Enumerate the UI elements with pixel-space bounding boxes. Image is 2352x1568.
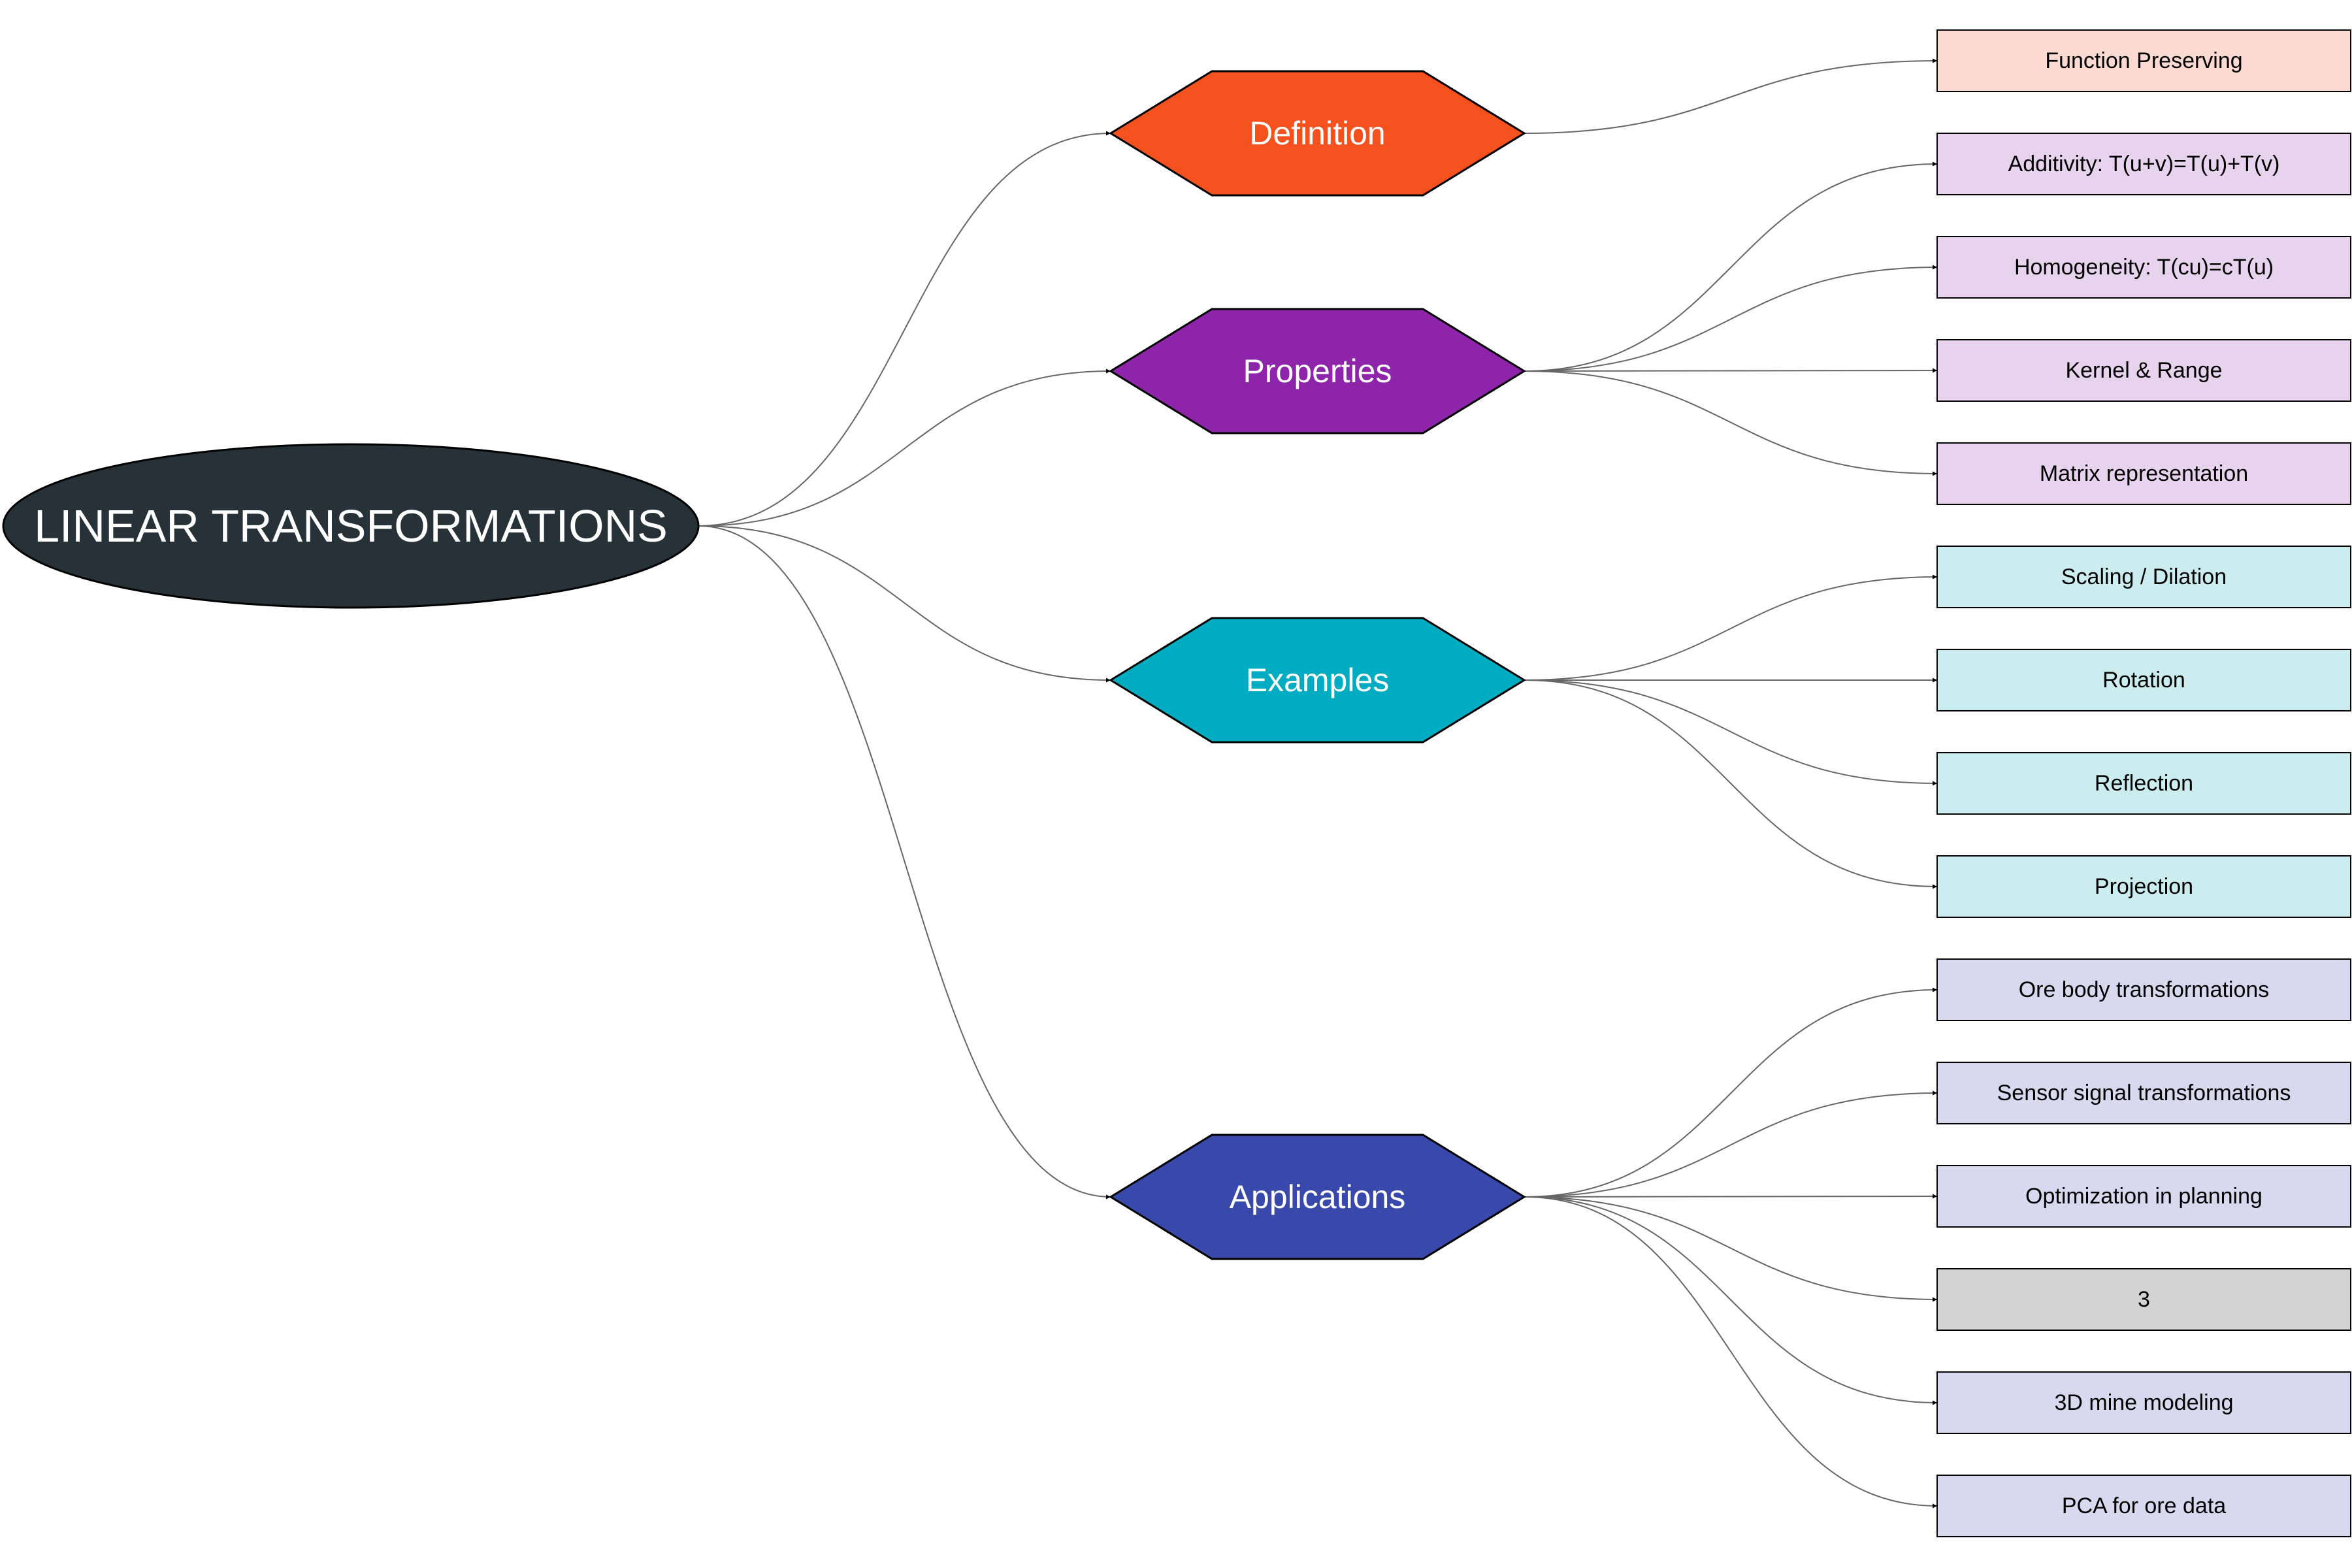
leaf-label: Rotation <box>2102 668 2185 693</box>
leaf-node: Rotation <box>1936 649 2351 711</box>
edge-examples-to-leaf-0 <box>1524 574 1938 681</box>
edges-layer <box>698 58 1938 1509</box>
edge-applications-to-leaf-0 <box>1524 987 1938 1198</box>
root-node: LINEAR TRANSFORMATIONS <box>2 443 700 609</box>
leaf-box <box>1936 442 2351 505</box>
leaf-label: Homogeneity: T(cu)=cT(u) <box>2014 255 2274 280</box>
leaf-box <box>1936 855 2351 918</box>
leaf-label: Optimization in planning <box>2025 1184 2262 1209</box>
leaf-node: 3 <box>1936 1268 2351 1331</box>
leaf-box <box>1936 649 2351 711</box>
leaf-box <box>1936 236 2351 299</box>
edge-applications-to-leaf-5 <box>1524 1196 1938 1509</box>
category-hexagon <box>1109 70 1526 197</box>
edge-examples-to-leaf-2 <box>1524 679 1938 786</box>
category-hexagon <box>1109 308 1526 434</box>
leaf-label: Ore body transformations <box>2019 977 2270 1002</box>
edge-applications-to-leaf-4 <box>1524 1196 1938 1405</box>
leaf-box <box>1936 1475 2351 1537</box>
edge-properties-to-leaf-0 <box>1524 161 1938 372</box>
leaf-box <box>1936 29 2351 92</box>
edge-properties-to-leaf-2 <box>1524 368 1938 373</box>
leaf-box <box>1936 1165 2351 1228</box>
leaf-label: Projection <box>2095 874 2193 899</box>
leaf-node: Projection <box>1936 855 2351 918</box>
category-hexagon <box>1109 1134 1526 1260</box>
root-label: LINEAR TRANSFORMATIONS <box>34 500 668 551</box>
root-ellipse <box>2 443 700 609</box>
leaf-label: Sensor signal transformations <box>1997 1081 2291 1105</box>
edge-definition-to-leaf-0 <box>1524 58 1938 134</box>
leaf-node: 3D mine modeling <box>1936 1371 2351 1434</box>
edge-applications-to-leaf-2 <box>1524 1194 1938 1199</box>
leaf-label: Function Preserving <box>2045 48 2242 73</box>
category-hexagon <box>1109 617 1526 743</box>
category-node-applications: Applications <box>1109 1134 1526 1260</box>
leaf-node: Scaling / Dilation <box>1936 546 2351 608</box>
edge-examples-to-leaf-3 <box>1524 679 1938 889</box>
leaf-label: 3 <box>2138 1287 2150 1312</box>
leaf-box <box>1936 1062 2351 1124</box>
category-label: Applications <box>1230 1179 1406 1215</box>
leaf-label: PCA for ore data <box>2062 1494 2226 1518</box>
leaf-box <box>1936 958 2351 1021</box>
leaf-label: Reflection <box>2095 771 2193 796</box>
leaf-node: Ore body transformations <box>1936 958 2351 1021</box>
category-node-properties: Properties <box>1109 308 1526 434</box>
leaf-box <box>1936 752 2351 815</box>
leaf-node: Homogeneity: T(cu)=cT(u) <box>1936 236 2351 299</box>
leaf-label: Scaling / Dilation <box>2061 564 2227 589</box>
edge-applications-to-leaf-1 <box>1524 1090 1938 1198</box>
edge-applications-to-leaf-3 <box>1524 1196 1938 1302</box>
leaf-box <box>1936 1371 2351 1434</box>
category-label: Definition <box>1249 115 1385 152</box>
leaf-node: Reflection <box>1936 752 2351 815</box>
leaf-box <box>1936 133 2351 195</box>
leaf-node: PCA for ore data <box>1936 1475 2351 1537</box>
edge-root-to-examples <box>698 525 1111 683</box>
leaf-box <box>1936 1268 2351 1331</box>
leaf-node: Optimization in planning <box>1936 1165 2351 1228</box>
leaf-node: Kernel & Range <box>1936 339 2351 402</box>
category-label: Properties <box>1243 353 1392 389</box>
edge-root-to-definition <box>698 131 1111 527</box>
category-node-examples: Examples <box>1109 617 1526 743</box>
category-node-definition: Definition <box>1109 70 1526 197</box>
leaf-label: 3D mine modeling <box>2054 1390 2233 1415</box>
leaf-node: Additivity: T(u+v)=T(u)+T(v) <box>1936 133 2351 195</box>
category-label: Examples <box>1246 662 1390 698</box>
edge-properties-to-leaf-1 <box>1524 265 1938 372</box>
leaf-node: Function Preserving <box>1936 29 2351 92</box>
edge-root-to-applications <box>698 525 1111 1200</box>
leaf-node: Sensor signal transformations <box>1936 1062 2351 1124</box>
edge-root-to-properties <box>698 368 1111 527</box>
leaf-label: Kernel & Range <box>2065 358 2222 383</box>
leaf-box <box>1936 546 2351 608</box>
leaf-node: Matrix representation <box>1936 442 2351 505</box>
leaf-label: Additivity: T(u+v)=T(u)+T(v) <box>2008 152 2280 176</box>
leaf-box <box>1936 339 2351 402</box>
nodes-layer: LINEAR TRANSFORMATIONS Definition Functio… <box>2 29 2351 1537</box>
leaf-label: Matrix representation <box>2040 461 2248 486</box>
edge-properties-to-leaf-3 <box>1524 370 1938 476</box>
